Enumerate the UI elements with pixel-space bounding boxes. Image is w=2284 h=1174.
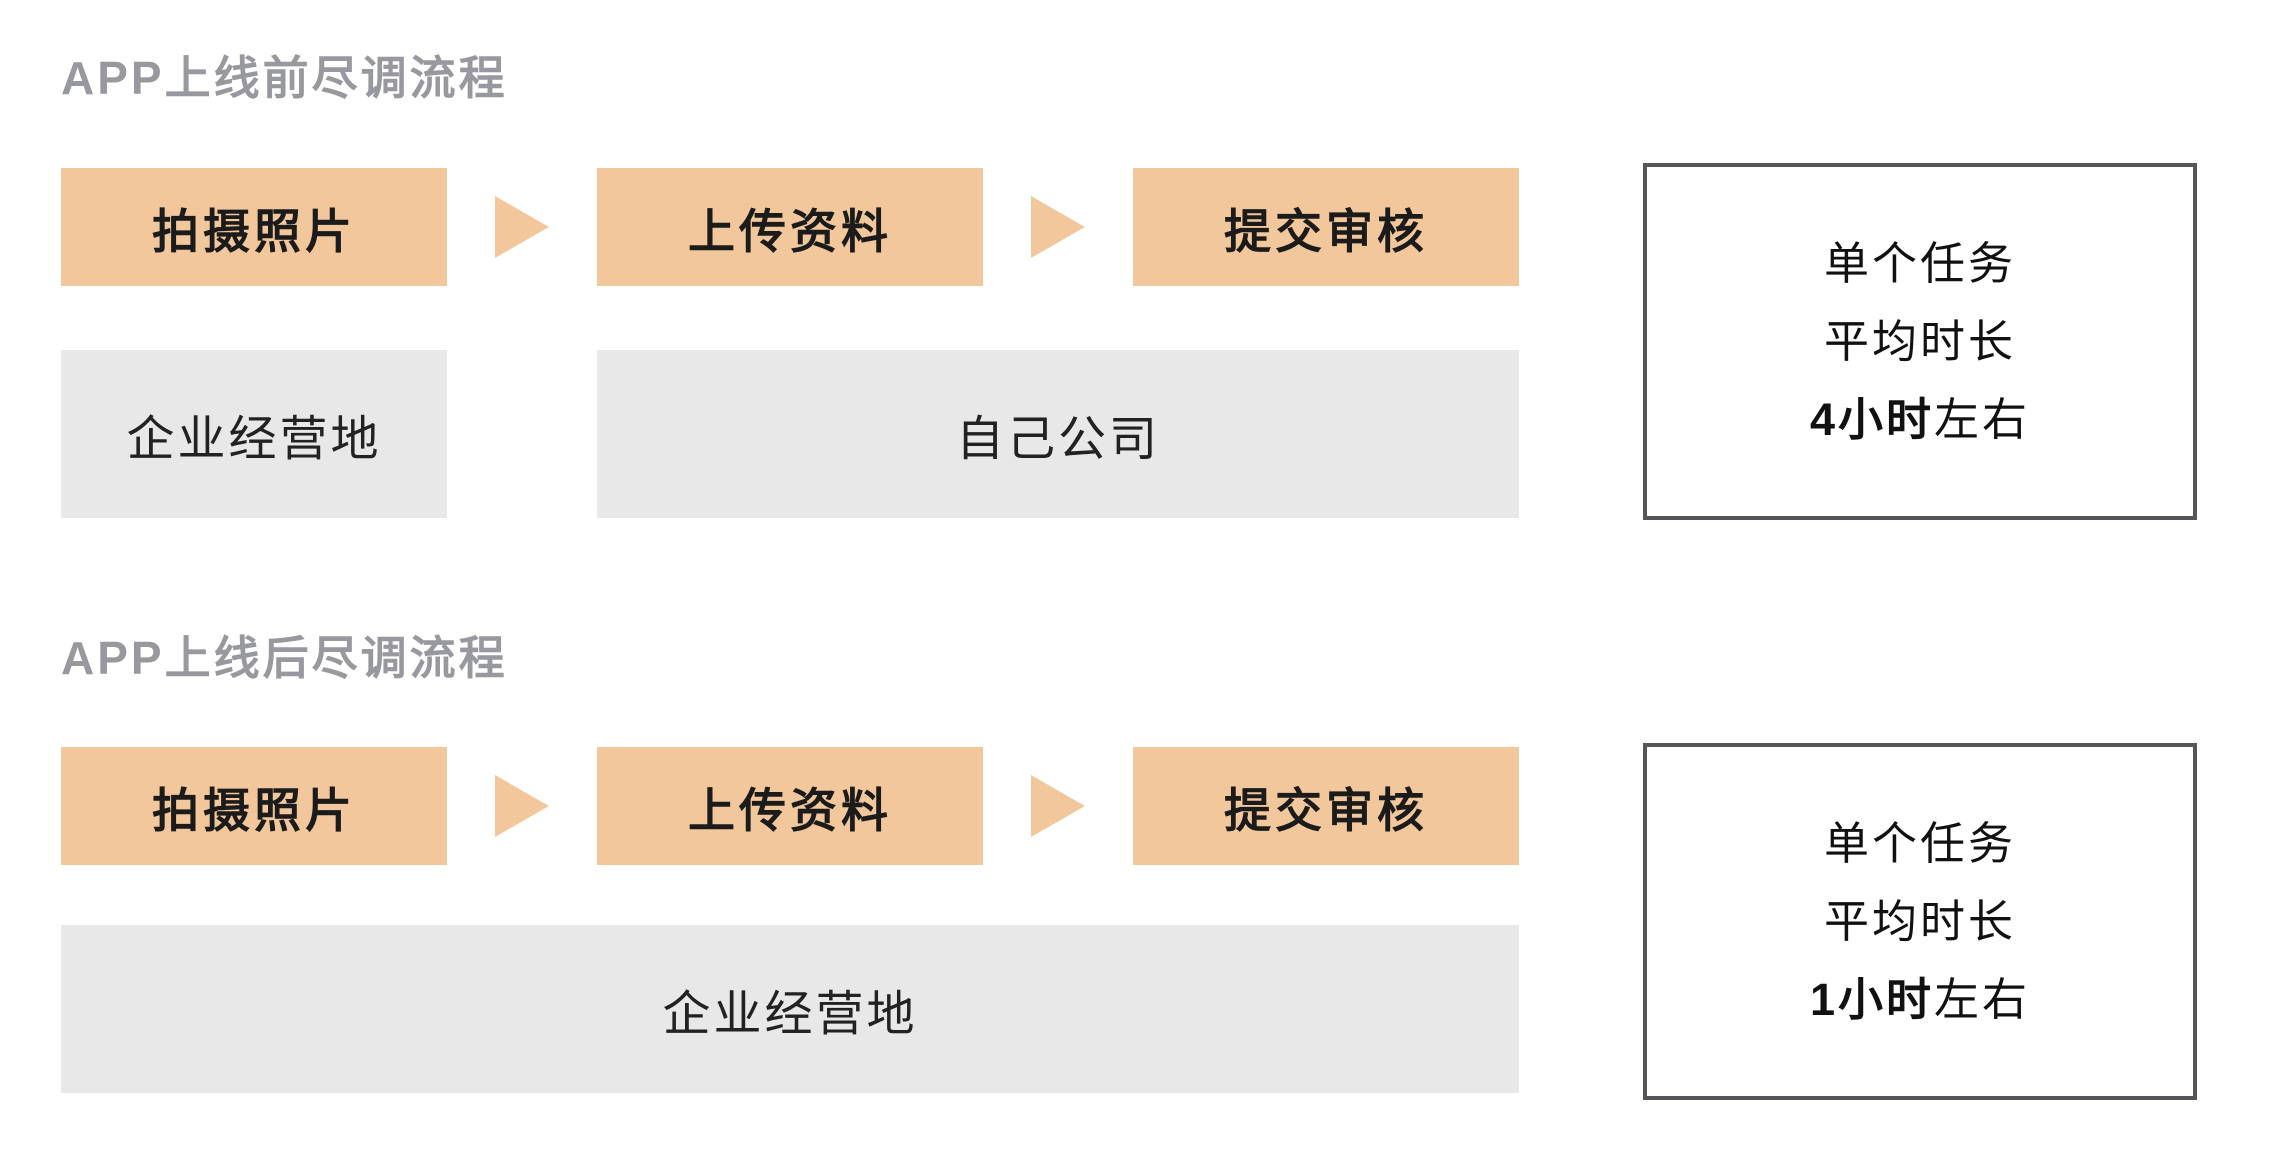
step-label: 上传资料 (688, 204, 892, 258)
step-label: 提交审核 (1224, 204, 1428, 258)
location-gap (447, 350, 597, 518)
step-box-take-photos: 拍摄照片 (61, 747, 447, 865)
duration-note-box-before: 单个任务 平均时长 4小时左右 (1643, 163, 2197, 520)
location-box-business-site: 企业经营地 (61, 925, 1519, 1093)
location-box-business-site: 企业经营地 (61, 350, 447, 518)
step-label: 提交审核 (1224, 783, 1428, 837)
section-title-after-launch: APP上线后尽调流程 (61, 632, 508, 684)
location-label: 自己公司 (955, 413, 1160, 466)
step-box-take-photos: 拍摄照片 (61, 168, 447, 286)
duration-value: 4小时左右 (1810, 381, 2030, 459)
step-box-upload-materials: 上传资料 (597, 747, 983, 865)
step-label: 上传资料 (688, 783, 892, 837)
duration-line: 单个任务 (1823, 237, 2016, 289)
location-label: 企业经营地 (662, 988, 918, 1041)
locations-row-after: 企业经营地 (61, 925, 1519, 1093)
location-label: 企业经营地 (126, 413, 382, 466)
arrow-right-icon (1031, 196, 1085, 258)
duration-line: 单个任务 (1823, 817, 2016, 869)
step-label: 拍摄照片 (152, 783, 356, 837)
duration-suffix: 左右 (1934, 393, 2031, 445)
duration-bold: 4小时 (1809, 393, 1934, 445)
arrow-right-icon (495, 196, 549, 258)
arrow-wrap (447, 775, 597, 837)
duration-bold: 1小时 (1809, 973, 1934, 1025)
steps-row-after: 拍摄照片 上传资料 提交审核 (61, 747, 1519, 865)
arrow-right-icon (1031, 775, 1085, 837)
duration-line: 平均时长 (1823, 315, 2016, 367)
location-box-own-company: 自己公司 (597, 350, 1519, 518)
section-title-before-launch: APP上线前尽调流程 (61, 52, 508, 104)
duration-suffix: 左右 (1934, 973, 2031, 1025)
arrow-wrap (983, 775, 1133, 837)
steps-row-before: 拍摄照片 上传资料 提交审核 (61, 168, 1519, 286)
arrow-wrap (983, 196, 1133, 258)
step-box-submit-review: 提交审核 (1133, 747, 1519, 865)
locations-row-before: 企业经营地 自己公司 (61, 350, 1519, 518)
arrow-right-icon (495, 775, 549, 837)
step-label: 拍摄照片 (152, 204, 356, 258)
duration-note-box-after: 单个任务 平均时长 1小时左右 (1643, 743, 2197, 1100)
duration-value: 1小时左右 (1810, 961, 2030, 1039)
step-box-upload-materials: 上传资料 (597, 168, 983, 286)
arrow-wrap (447, 196, 597, 258)
step-box-submit-review: 提交审核 (1133, 168, 1519, 286)
duration-line: 平均时长 (1823, 895, 2016, 947)
